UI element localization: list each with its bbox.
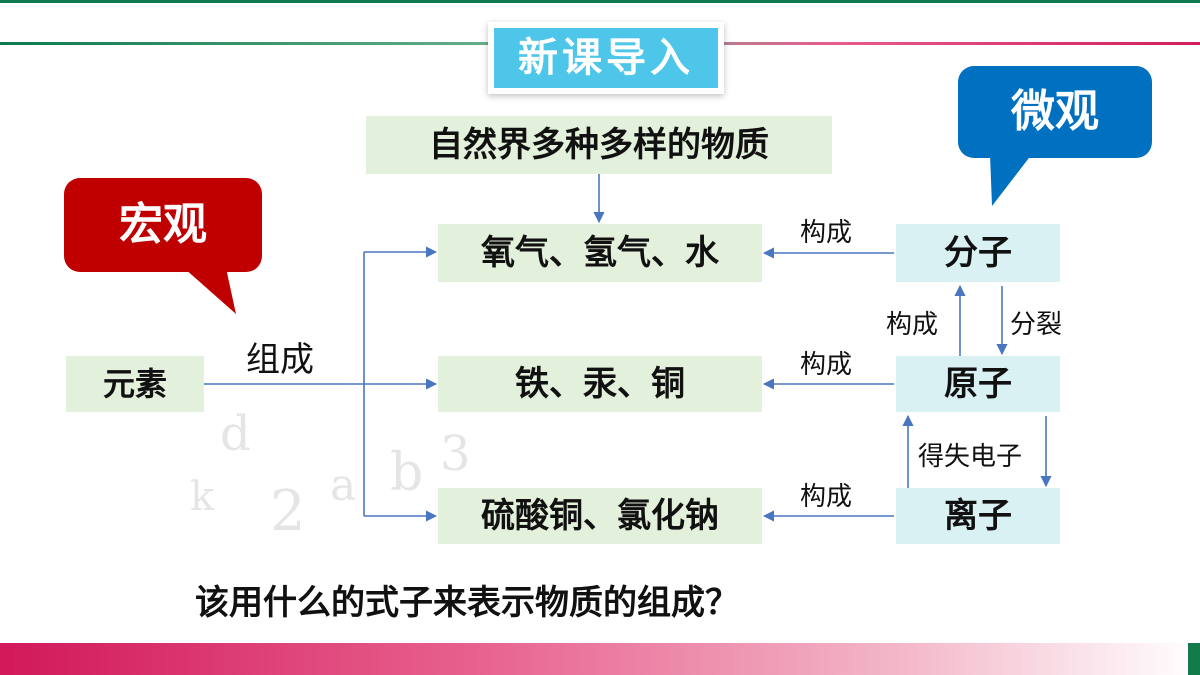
slide-title: 新课导入 <box>494 28 718 88</box>
top-edge-line <box>0 0 1200 3</box>
micro-label: 微观 <box>1011 86 1099 137</box>
background-watermark: d k 2 a b 3 <box>190 406 471 544</box>
svg-text:k: k <box>190 474 215 520</box>
micro-callout: 微观 <box>958 66 1152 158</box>
macro-callout: 宏观 <box>64 178 262 272</box>
micro-callout-tail <box>990 154 1032 206</box>
edge-label-constitute-3: 构成 <box>800 482 853 512</box>
svg-text:d: d <box>220 406 251 462</box>
substance-node-1: 氧气、氢气、水 <box>438 224 762 282</box>
question-text: 该用什么的式子来表示物质的组成？ <box>195 583 739 623</box>
bottom-green-accent <box>1188 643 1200 675</box>
compose-label: 组成 <box>246 340 314 380</box>
element-node: 元素 <box>66 356 204 412</box>
edge-label-molecule-to-atom: 分裂 <box>1010 310 1063 340</box>
svg-text:3: 3 <box>440 426 471 482</box>
molecule-node: 分子 <box>896 224 1060 282</box>
substance-node-2: 铁、汞、铜 <box>438 356 762 412</box>
macro-label: 宏观 <box>119 199 207 250</box>
bottom-decorative-bar <box>0 643 1200 675</box>
svg-text:b: b <box>390 443 423 503</box>
edge-label-atom-ion: 得失电子 <box>918 442 1023 472</box>
ion-node: 离子 <box>896 488 1060 544</box>
edge-label-constitute-1: 构成 <box>800 218 853 248</box>
natural-substances-node: 自然界多种多样的物质 <box>366 116 832 174</box>
atom-node: 原子 <box>896 356 1060 412</box>
svg-text:a: a <box>330 460 356 511</box>
title-frame: 新课导入 <box>488 22 724 94</box>
edge-label-atom-to-molecule: 构成 <box>886 310 939 340</box>
svg-text:2: 2 <box>270 479 306 544</box>
macro-callout-tail <box>184 268 236 314</box>
edge-label-constitute-2: 构成 <box>800 350 853 380</box>
substance-node-3: 硫酸铜、氯化钠 <box>438 488 762 544</box>
